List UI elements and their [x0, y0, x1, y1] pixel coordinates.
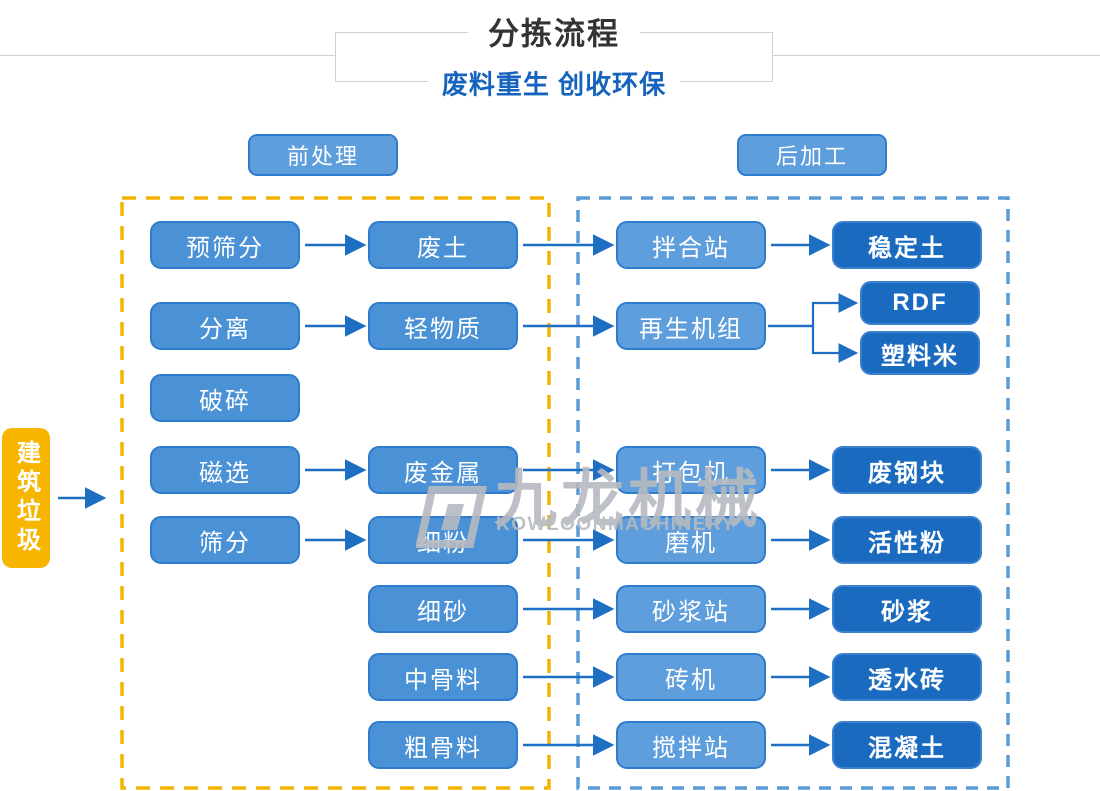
source-node-construction-waste: 建筑垃圾 [2, 428, 50, 568]
node-qingwuzhi: 轻物质 [368, 302, 518, 350]
node-shaifen: 筛分 [150, 516, 300, 564]
page-subtitle: 废料重生 创收环保 [427, 64, 681, 102]
title-panel: 分拣流程 废料重生 创收环保 [335, 8, 773, 102]
node-hunningtu: 混凝土 [832, 721, 982, 769]
node-shajiang: 砂浆 [832, 585, 982, 633]
node-cixuan: 磁选 [150, 446, 300, 494]
node-toushuizhuan: 透水砖 [832, 653, 982, 701]
node-wendingtu: 稳定土 [832, 221, 982, 269]
node-posui: 破碎 [150, 374, 300, 422]
node-feigangkuai: 废钢块 [832, 446, 982, 494]
page-title: 分拣流程 [468, 8, 640, 54]
node-shajiangzhan: 砂浆站 [616, 585, 766, 633]
node-dabaoji: 打包机 [616, 446, 766, 494]
section-badge-post-processing: 后加工 [737, 134, 887, 176]
node-fenli: 分离 [150, 302, 300, 350]
arrow-zaishengjizu-to-rdf [768, 293, 859, 328]
node-xifen: 细粉 [368, 516, 518, 564]
node-huoxingfen: 活性粉 [832, 516, 982, 564]
node-moji: 磨机 [616, 516, 766, 564]
node-suliaomi: 塑料米 [860, 331, 980, 375]
node-feitu: 废土 [368, 221, 518, 269]
node-zhongguliao: 中骨料 [368, 653, 518, 701]
node-zhuanji: 砖机 [616, 653, 766, 701]
node-banhezhan: 拌合站 [616, 221, 766, 269]
node-yushaifen: 预筛分 [150, 221, 300, 269]
node-zaishengjizu: 再生机组 [616, 302, 766, 350]
section-badge-pre-processing: 前处理 [248, 134, 398, 176]
node-xisha: 细砂 [368, 585, 518, 633]
node-jiaobanzhan: 搅拌站 [616, 721, 766, 769]
arrow-zaishengjizu-to-suliaomi [768, 324, 859, 363]
node-cuguliao: 粗骨料 [368, 721, 518, 769]
node-feijinshu: 废金属 [368, 446, 518, 494]
node-rdf: RDF [860, 281, 980, 325]
